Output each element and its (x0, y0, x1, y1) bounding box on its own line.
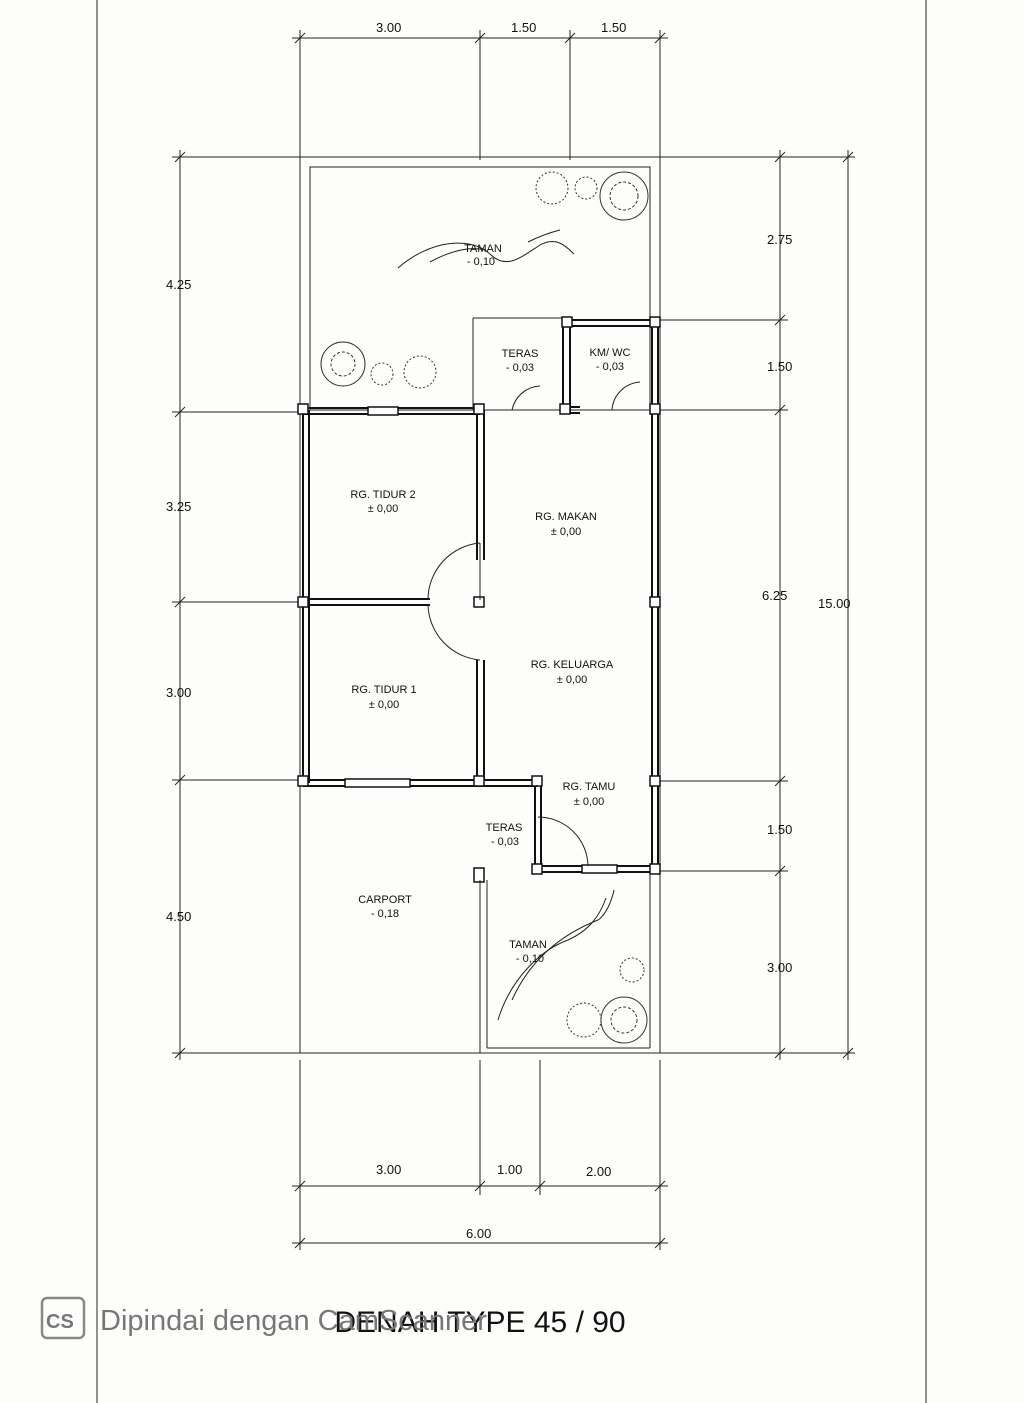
garden-landscape-bottom (497, 889, 648, 1044)
drawing-title: DENAH TYPE 45 / 90 (334, 1306, 625, 1339)
camscanner-logo-text: CS (46, 1311, 74, 1333)
top-dim-2: 1.50 (511, 20, 536, 35)
room-name-taman-bottom: TAMAN (509, 939, 547, 951)
building-walls (297, 316, 661, 1053)
room-name-teras-top: TERAS (502, 348, 539, 360)
left-dim-3: 3.00 (166, 685, 191, 700)
room-name-makan: RG. MAKAN (535, 511, 597, 523)
right-dim-1: 2.75 (767, 232, 792, 247)
camscanner-logo-icon (40, 1296, 86, 1340)
bottom-dim-total: 6.00 (466, 1226, 491, 1241)
garden-landscape-top (320, 171, 649, 389)
room-level-tidur2: ± 0,00 (368, 503, 399, 515)
bottom-dim-3: 2.00 (586, 1164, 611, 1179)
room-level-teras-top: - 0,03 (506, 362, 534, 374)
top-dim-1: 3.00 (376, 20, 401, 35)
right-dim-2: 1.50 (767, 359, 792, 374)
room-name-tamu: RG. TAMU (563, 781, 616, 793)
camscanner-text: Dipindai dengan CamScanner (100, 1305, 487, 1337)
tree-icon (566, 957, 648, 1044)
room-level-teras-bottom: - 0,03 (491, 836, 519, 848)
room-name-tidur2: RG. TIDUR 2 (350, 489, 415, 501)
room-level-tamu: ± 0,00 (574, 796, 605, 808)
top-dim-3: 1.50 (601, 20, 626, 35)
right-dim-3: 6.25 (762, 588, 787, 603)
room-labels: TAMAN - 0,10 TERAS - 0,03 KM/ WC - 0,03 … (350, 243, 630, 965)
room-level-carport: - 0,18 (371, 908, 399, 920)
room-name-kmwc: KM/ WC (590, 347, 631, 359)
right-dim-4: 1.50 (767, 822, 792, 837)
room-level-tidur1: ± 0,00 (369, 699, 400, 711)
room-level-taman-bottom: - 0,10 (516, 953, 544, 965)
top-dimension-chain: 3.00 1.50 1.50 (292, 20, 668, 160)
bottom-dim-1: 3.00 (376, 1162, 401, 1177)
tree-icon (535, 171, 649, 221)
room-name-taman-top: TAMAN (464, 243, 502, 255)
right-dim-total: 15.00 (818, 596, 851, 611)
room-name-tidur1: RG. TIDUR 1 (351, 684, 416, 696)
left-dim-4: 4.50 (166, 909, 191, 924)
room-name-keluarga: RG. KELUARGA (531, 659, 614, 671)
bottom-dim-2: 1.00 (497, 1162, 522, 1177)
left-dim-1: 4.25 (166, 277, 191, 292)
room-level-taman-top: - 0,10 (467, 256, 495, 268)
left-dim-2: 3.25 (166, 499, 191, 514)
right-dim-5: 3.00 (767, 960, 792, 975)
tree-icon (320, 341, 437, 389)
camscanner-watermark: CS Dipindai dengan CamScanner (40, 1296, 487, 1340)
room-name-teras-bottom: TERAS (486, 822, 523, 834)
room-level-keluarga: ± 0,00 (557, 674, 588, 686)
right-dimension-chain: 2.75 1.50 6.25 1.50 3.00 15.00 (660, 150, 855, 1060)
bottom-dimension-chain: 3.00 1.00 2.00 6.00 (292, 1060, 668, 1250)
room-level-kmwc: - 0,03 (596, 361, 624, 373)
room-name-carport: CARPORT (358, 894, 412, 906)
room-level-makan: ± 0,00 (551, 526, 582, 538)
door-swings (427, 381, 641, 867)
left-dimension-chain: 4.25 3.25 3.00 4.50 (166, 150, 300, 1060)
